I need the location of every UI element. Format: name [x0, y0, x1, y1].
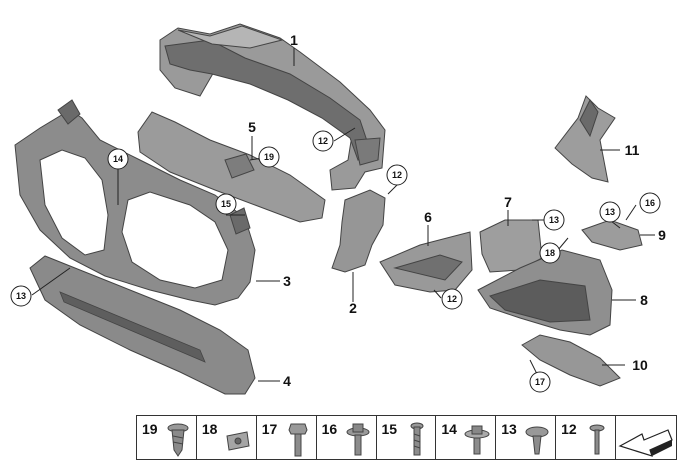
callout-13a[interactable]: 13 — [10, 285, 32, 307]
part-2-bracket[interactable] — [331, 189, 386, 273]
hex-bolt-icon — [288, 423, 308, 457]
legend-number: 17 — [261, 421, 278, 437]
legend-cell-15[interactable]: 15 — [377, 416, 437, 459]
plastic-rivet-icon — [525, 426, 549, 455]
fastener-legend: 19 18 17 16 15 — [136, 415, 677, 460]
legend-cell-17[interactable]: 17 — [257, 416, 317, 459]
callout-13b[interactable]: 13 — [543, 209, 565, 231]
washer-bolt-icon — [464, 425, 490, 455]
svg-text:12: 12 — [318, 136, 328, 146]
expanding-rivet-icon — [167, 423, 189, 457]
svg-text:12: 12 — [392, 170, 402, 180]
part-11-bracket[interactable] — [554, 95, 616, 183]
legend-number: 12 — [561, 421, 577, 437]
part-number-labels: 1 2 3 4 5 6 7 8 9 10 11 — [248, 32, 666, 389]
legend-cell-12[interactable]: 12 — [556, 416, 616, 459]
callout-18[interactable]: 18 — [539, 242, 561, 264]
part-9-bracket[interactable] — [581, 219, 643, 251]
part-label-7: 7 — [504, 194, 512, 210]
legend-cell-arrow — [616, 416, 676, 459]
svg-text:19: 19 — [264, 152, 274, 162]
callout-13c[interactable]: 13 — [599, 201, 621, 223]
part-label-3: 3 — [283, 273, 291, 289]
svg-text:13: 13 — [549, 215, 559, 225]
screw-icon — [410, 422, 424, 456]
callout-12c[interactable]: 12 — [441, 288, 463, 310]
legend-number: 14 — [441, 421, 457, 437]
part-4-lower-grille[interactable] — [29, 255, 256, 395]
legend-cell-18[interactable]: 18 — [197, 416, 257, 459]
part-label-2: 2 — [349, 300, 357, 316]
legend-cell-16[interactable]: 16 — [317, 416, 377, 459]
part-3-front-frame[interactable] — [14, 99, 256, 306]
svg-text:13: 13 — [605, 207, 615, 217]
part-label-11: 11 — [625, 142, 640, 158]
legend-number: 18 — [201, 421, 218, 437]
svg-text:12: 12 — [447, 294, 457, 304]
part-label-5: 5 — [248, 119, 256, 135]
callout-12a[interactable]: 12 — [312, 130, 334, 152]
legend-cell-19[interactable]: 19 — [137, 416, 197, 459]
clip-nut-icon — [226, 431, 250, 451]
callout-19[interactable]: 19 — [258, 146, 280, 168]
callout-14[interactable]: 14 — [107, 148, 129, 170]
legend-number: 19 — [142, 421, 158, 437]
svg-text:13: 13 — [16, 291, 26, 301]
small-screw-icon — [589, 424, 605, 455]
part-6-air-guide[interactable] — [379, 231, 473, 293]
part-label-6: 6 — [424, 209, 432, 225]
legend-number: 15 — [381, 421, 398, 437]
part-label-1: 1 — [290, 32, 298, 48]
legend-number: 16 — [321, 421, 338, 437]
legend-number: 13 — [501, 421, 517, 437]
svg-text:15: 15 — [221, 199, 231, 209]
legend-cell-14[interactable]: 14 — [436, 416, 497, 459]
legend-cell-13[interactable]: 13 — [496, 416, 557, 459]
part-label-9: 9 — [658, 227, 666, 243]
part-label-8: 8 — [640, 292, 648, 308]
callout-12b[interactable]: 12 — [386, 164, 408, 186]
svg-text:17: 17 — [535, 377, 545, 387]
catalog-arrow-icon — [618, 429, 673, 457]
part-1-carrier[interactable] — [159, 23, 386, 191]
svg-text:18: 18 — [545, 248, 555, 258]
part-5-air-duct-cover[interactable] — [137, 111, 326, 223]
part-8-air-duct[interactable] — [477, 249, 613, 336]
fastener-callouts: 12 12 12 13 13 13 14 15 16 17 18 19 — [10, 130, 661, 393]
svg-text:16: 16 — [645, 198, 655, 208]
svg-text:14: 14 — [113, 154, 123, 164]
part-label-10: 10 — [632, 357, 648, 373]
callout-15[interactable]: 15 — [215, 193, 237, 215]
callout-16[interactable]: 16 — [639, 192, 661, 214]
flange-bolt-icon — [346, 423, 369, 456]
part-10-bracket[interactable] — [521, 334, 621, 387]
part-label-4: 4 — [283, 373, 291, 389]
callout-17[interactable]: 17 — [529, 371, 551, 393]
